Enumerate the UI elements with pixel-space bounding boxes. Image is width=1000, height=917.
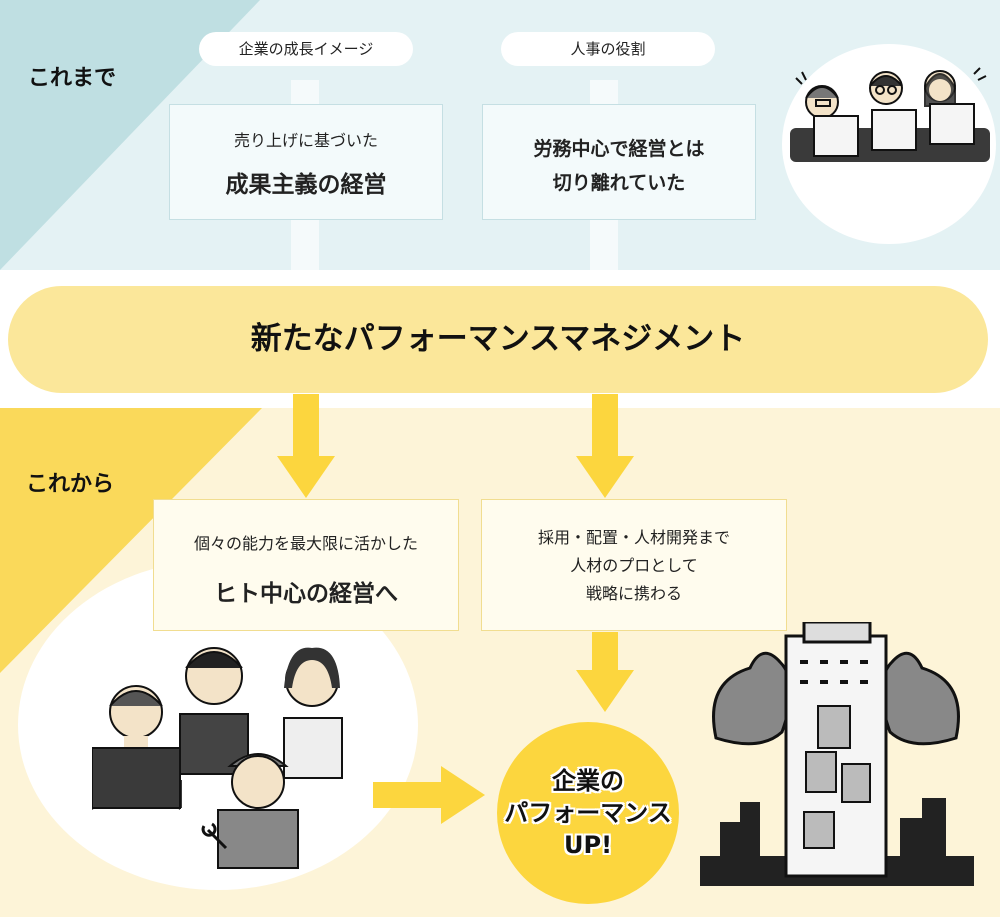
future-people-subtitle: 個々の能力を最大限に活かした: [193, 534, 418, 553]
new-performance-management-banner: 新たなパフォーマンスマネジメント: [8, 286, 988, 393]
future-hr-line-2: 人材のプロとして: [570, 556, 698, 575]
past-growth-subtitle: 売り上げに基づいた: [233, 131, 378, 150]
right-arrow-to-goal: [373, 766, 485, 824]
future-label: これから: [26, 472, 115, 497]
past-growth-title: 成果主義の経営: [225, 172, 387, 198]
future-people-box: 個々の能力を最大限に活かした ヒト中心の経営へ: [153, 499, 459, 631]
future-hr-line-1: 採用・配置・人材開発まで: [537, 528, 730, 547]
goal-performance-up: 企業の パフォーマンス UP!: [497, 722, 679, 904]
diverse-people-illustration: [92, 647, 343, 869]
future-people-title: ヒト中心の経営へ: [214, 581, 398, 607]
office-workers-illustration: [790, 67, 990, 162]
down-arrow-right: [576, 394, 634, 498]
growth-tag: 企業の成長イメージ: [199, 32, 413, 66]
goal-line-3: UP!: [563, 831, 613, 859]
down-arrow-left: [277, 394, 335, 498]
goal-line-2: パフォーマンス: [504, 799, 672, 827]
past-hr-line-1: 労務中心で経営とは: [533, 138, 705, 160]
past-label: これまで: [28, 66, 117, 91]
past-hr-line-2: 切り離れていた: [552, 172, 686, 194]
future-hr-line-3: 戦略に携わる: [585, 584, 682, 603]
hr-role-tag: 人事の役割: [501, 32, 715, 66]
muscular-building-illustration: [700, 622, 974, 886]
goal-line-1: 企業の: [552, 767, 624, 795]
past-hr-box: 労務中心で経営とは 切り離れていた: [482, 104, 756, 220]
past-growth-box: 売り上げに基づいた 成果主義の経営: [169, 104, 443, 220]
future-hr-box: 採用・配置・人材開発まで 人材のプロとして 戦略に携わる: [481, 499, 787, 631]
down-arrow-to-goal: [576, 632, 634, 712]
